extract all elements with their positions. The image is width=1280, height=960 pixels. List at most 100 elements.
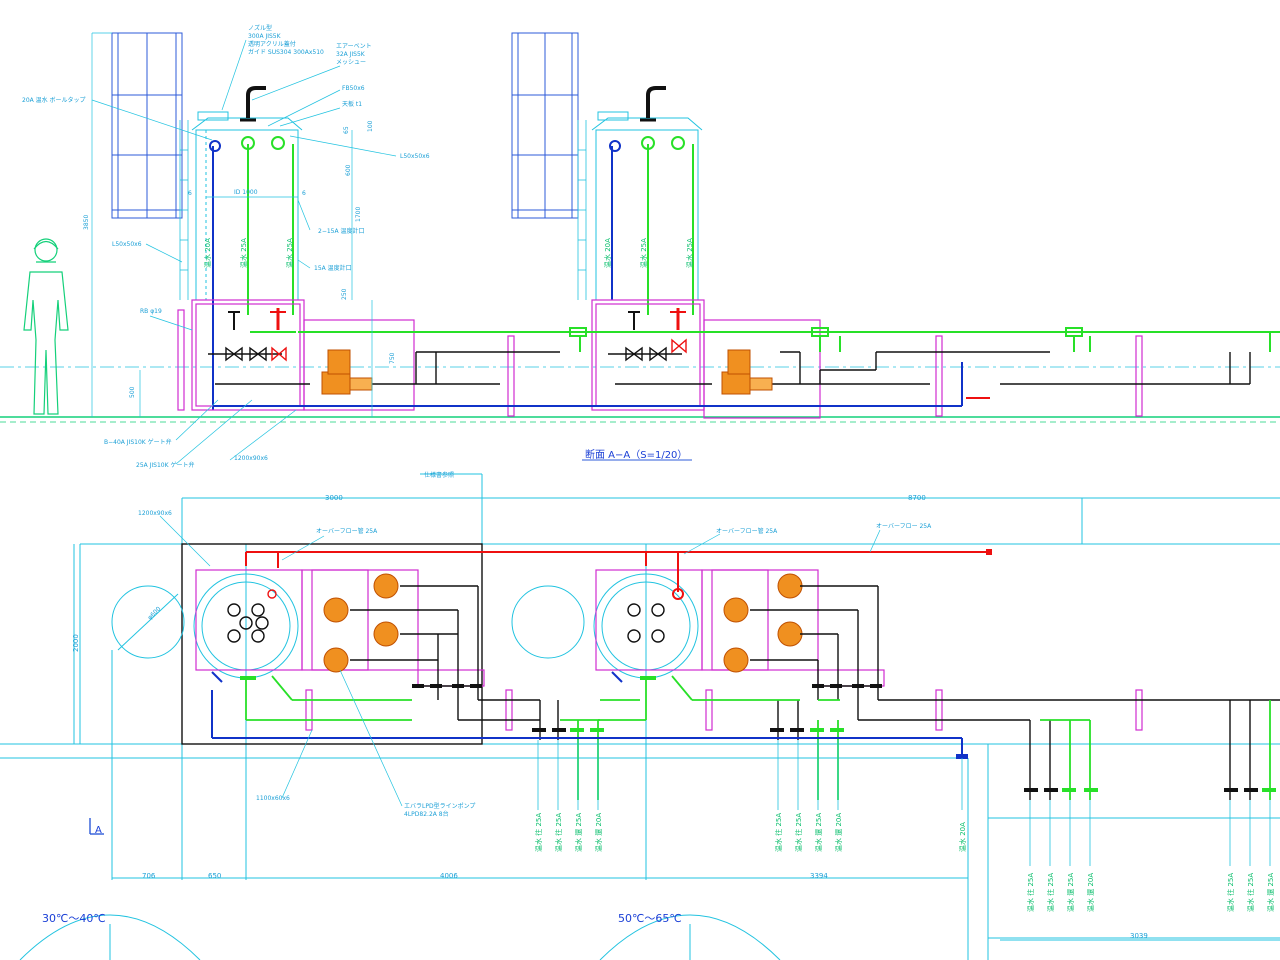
- branch-label: 温水 往 25A: [534, 813, 543, 852]
- callout-id: ID 1000: [234, 189, 258, 196]
- branch-label: 温水 還 20A: [594, 813, 603, 852]
- branch-label: 温水 往 25A: [1246, 873, 1255, 912]
- callout-flange: 天板 t1: [342, 100, 362, 108]
- plan-racks: [195, 569, 1143, 731]
- leader-lines-plan: [159, 515, 881, 807]
- pumps-plan-left: [323, 573, 399, 673]
- pumps-plan-right: [723, 573, 803, 673]
- storage-tanks-bottom: [19, 914, 781, 960]
- dim-500: 500: [129, 386, 136, 398]
- dim-100: 100: [367, 120, 374, 132]
- dim-706: 706: [142, 872, 156, 880]
- branch-label: 温水 往 25A: [1026, 873, 1035, 912]
- callout-manhole-1: ノズル型: [248, 24, 272, 32]
- plan-tank-left: [111, 573, 299, 679]
- dim-3000: 3000: [325, 494, 343, 502]
- valve-cluster-left: [227, 589, 277, 643]
- plan-view: [0, 473, 1280, 960]
- pipe-rack-right: [507, 299, 1143, 419]
- dim-4006: 4006: [440, 872, 458, 880]
- callout-manhole-3: 透明アクリル蓋付: [248, 40, 296, 48]
- plan-tank-right: [511, 573, 699, 679]
- green-header: [250, 327, 1280, 352]
- branch-label: 温水 往 25A: [794, 813, 803, 852]
- dim-3394: 3394: [810, 872, 828, 880]
- dim-2000: 2000: [72, 634, 80, 652]
- dim-6b: 6: [302, 190, 306, 197]
- callout-rb: RB φ19: [140, 308, 162, 315]
- callout-valve-a: B−40A JIS10K ゲート弁: [104, 438, 172, 446]
- branch-labels-c: 温水 往 25A 温水 往 25A 温水 還 25A 温水 還 20A: [1026, 873, 1095, 912]
- pipe-label-5: 温水 25A: [639, 238, 648, 268]
- risers-right: [609, 136, 694, 315]
- green-caps: [240, 676, 1276, 792]
- callout-air-vent-3: メッシュー: [336, 59, 366, 66]
- air-vent-right: [640, 86, 666, 122]
- callout-pump-2: 4LPD82.2A 8台: [404, 810, 449, 818]
- dim-height-total: 3850: [83, 215, 90, 230]
- branch-label: 温水 往 25A: [554, 813, 563, 852]
- black-piping-plan: [350, 585, 1280, 800]
- section-mark-label: A: [95, 825, 102, 836]
- branch-label: 温水 還 25A: [574, 813, 583, 852]
- blue-supply-plan: [211, 671, 963, 758]
- pump-section-left: [321, 349, 373, 395]
- pipe-caps: [412, 684, 1258, 792]
- callout-valve-b: 25A JIS10K ゲート弁: [136, 461, 194, 469]
- branch-label: 温水 還 25A: [814, 813, 823, 852]
- blue-supply-line: [213, 362, 963, 407]
- section-mark: [89, 818, 104, 835]
- tank-label-left: 30℃〜40℃: [42, 912, 106, 925]
- pipe-label-6: 温水 25A: [685, 238, 694, 268]
- branch-drops: [537, 740, 1271, 866]
- callout-air-vent-2: 32A JIS5K: [336, 51, 366, 58]
- branch-labels-b: 温水 往 25A 温水 往 25A 温水 還 25A 温水 還 20A: [774, 813, 843, 852]
- equipment-frame-left: [181, 543, 483, 745]
- ladder-tower-right: [511, 32, 579, 219]
- section-view: [0, 32, 1280, 465]
- risers-left: [209, 136, 294, 410]
- dim-1700: 1700: [355, 207, 362, 222]
- black-piping-section: [208, 351, 1251, 385]
- branch-label: 温水 往 25A: [774, 813, 783, 852]
- callout-pump-1: エバラLPD型ラインポンプ: [404, 802, 475, 810]
- section-dims: [91, 32, 373, 417]
- tank-label-right: 50℃〜65℃: [618, 912, 682, 925]
- callout-fb: FB50x6: [342, 85, 365, 92]
- pipe-label-2: 温水 25A: [239, 238, 248, 268]
- branch-label: 温水 往 25A: [1226, 873, 1235, 912]
- red-overflow-header: [245, 549, 992, 600]
- dim-6a: 6: [188, 190, 192, 197]
- callout-overflow-3: オーバーフロー 25A: [876, 523, 932, 530]
- dim-8700: 8700: [908, 494, 926, 502]
- branch-label: 温水 還 20A: [1086, 873, 1095, 912]
- callout-base: 1200x90x6: [234, 455, 268, 462]
- callout-manhole-4: ガイド SUS304 300Ax510: [248, 48, 324, 56]
- callout-spec: 仕様書参照: [424, 471, 454, 479]
- branch-labels-a: 温水 往 25A 温水 往 25A 温水 還 25A 温水 還 20A: [534, 813, 603, 852]
- callout-angle-top: L50x50x6: [400, 153, 430, 160]
- dim-250: 250: [341, 288, 348, 300]
- callout-base2: 1100x60x6: [256, 795, 290, 802]
- branch-label: 温水 還 25A: [1266, 873, 1275, 912]
- dim-600: 600: [345, 164, 352, 176]
- blue-supply-cap: [956, 754, 968, 759]
- callout-manhole-2: 300A JIS5K: [248, 33, 282, 40]
- valves-left: [225, 308, 287, 362]
- section-title: 断面 A−A（S=1/20）: [585, 448, 687, 461]
- pump-section-right: [721, 349, 773, 395]
- air-vent-left: [240, 86, 266, 122]
- dim-65: 65: [343, 126, 350, 134]
- callout-ball-valve: 20A 温水 ボールタップ: [22, 96, 86, 104]
- ladder-left: [179, 120, 189, 300]
- leader-lines-section: [91, 39, 397, 465]
- branch-label: 温水 往 25A: [1046, 873, 1055, 912]
- pipe-label-4: 温水 20A: [603, 238, 612, 268]
- branch-label: 温水 還 25A: [1066, 873, 1075, 912]
- supply-label: 温水 20A: [958, 822, 967, 852]
- branch-labels-d: 温水 往 25A 温水 往 25A 温水 還 25A: [1226, 873, 1275, 912]
- ladder-tower-left: [111, 32, 183, 219]
- valve-cluster-right: [627, 603, 665, 643]
- pipe-label-3: 温水 25A: [285, 238, 294, 268]
